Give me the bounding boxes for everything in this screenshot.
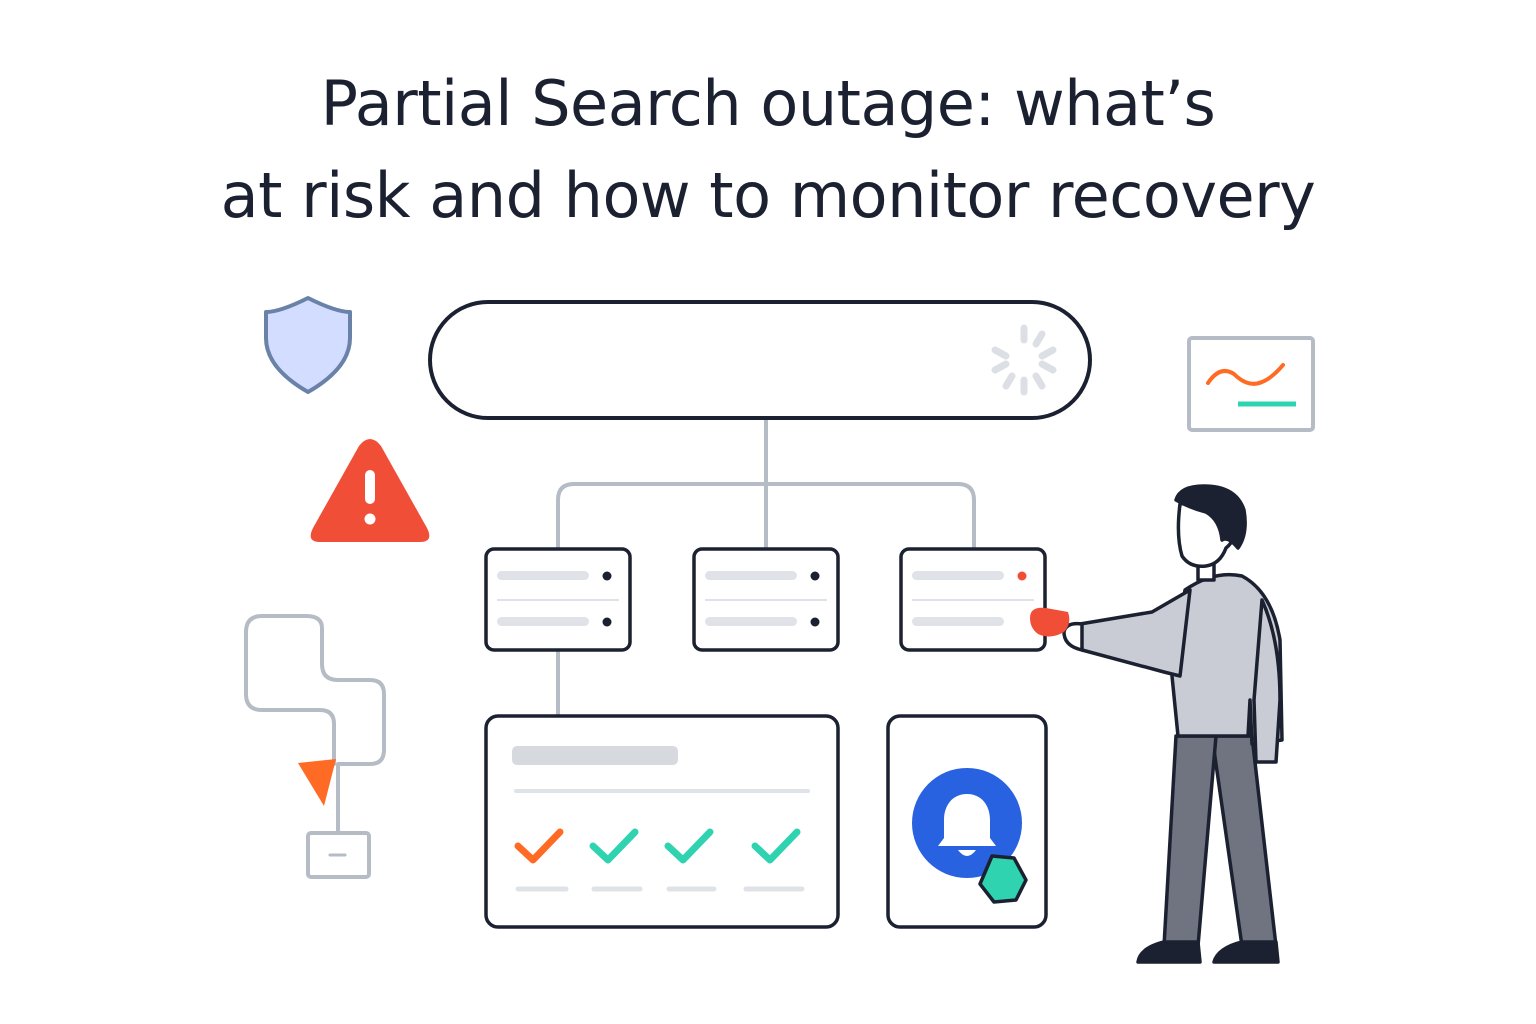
- pin-marker-icon: [298, 759, 336, 806]
- connector-branch: [556, 482, 976, 550]
- person-figure: [1062, 484, 1284, 964]
- hexagon-badge-icon: [978, 854, 1028, 904]
- server-card-2: [692, 547, 840, 652]
- server-line: [497, 617, 589, 626]
- health-check-panel: [484, 714, 840, 929]
- server-line: [705, 617, 797, 626]
- warning-triangle-icon: [310, 439, 430, 542]
- server-line: [705, 571, 797, 580]
- panel-heading-placeholder: [512, 746, 678, 765]
- routing-path: [244, 614, 386, 879]
- alert-card[interactable]: [886, 714, 1048, 929]
- checkmark-icon: [751, 828, 801, 864]
- server-card-3[interactable]: [899, 547, 1047, 652]
- server-line: [912, 571, 1004, 580]
- status-dot-alert: [1017, 571, 1027, 581]
- loading-spinner-icon: [991, 324, 1057, 396]
- shield-icon: [264, 296, 352, 394]
- status-dot-ok: [810, 617, 820, 627]
- checkmark-icon: [664, 828, 714, 864]
- title-line-2: at risk and how to monitor recovery: [220, 159, 1316, 232]
- server-card-1: [484, 547, 632, 652]
- checkmark-icon: [514, 828, 564, 864]
- status-dot-ok: [602, 571, 612, 581]
- pointer-blob: [1030, 607, 1070, 637]
- trend-monitor-icon: [1187, 336, 1315, 432]
- checkmark-icon: [589, 828, 639, 864]
- page-title: Partial Search outage: what’s at risk an…: [0, 58, 1536, 242]
- search-bar[interactable]: [428, 300, 1092, 420]
- title-line-1: Partial Search outage: what’s: [320, 67, 1216, 140]
- server-line: [912, 617, 1004, 626]
- status-dot-ok: [810, 571, 820, 581]
- server-line: [497, 571, 589, 580]
- connector-lines: [556, 418, 976, 718]
- status-dot-ok: [602, 617, 612, 627]
